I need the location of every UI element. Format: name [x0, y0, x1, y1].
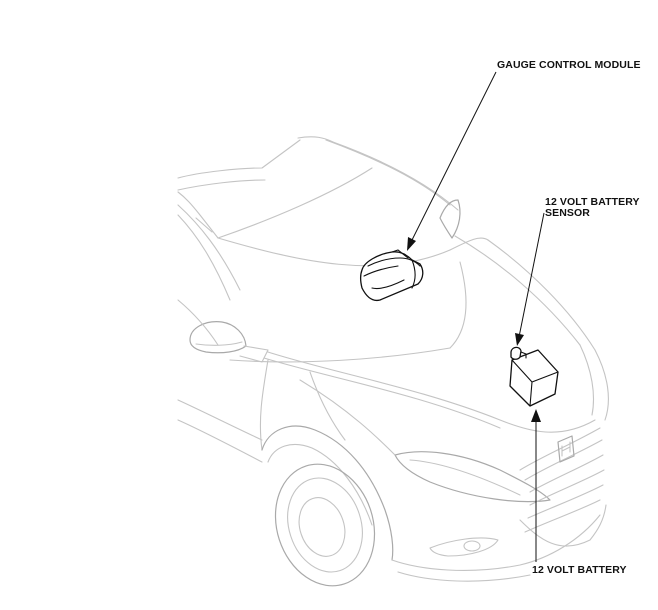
- vehicle-outline: [177, 136, 609, 587]
- leader-battery: [531, 409, 541, 562]
- battery-part: [509, 349, 559, 407]
- battery-sensor-label-line2: SENSOR: [545, 207, 590, 219]
- battery-sensor-label: 12 VOLT BATTERY SENSOR: [545, 197, 640, 219]
- gauge-control-module-part: [359, 249, 424, 302]
- leader-battery-sensor: [515, 212, 545, 346]
- leader-gauge-control-module: [407, 71, 497, 251]
- battery-sensor-part: [510, 346, 527, 360]
- gauge-control-module-label: GAUGE CONTROL MODULE: [497, 59, 641, 71]
- battery-sensor-label-line1: 12 VOLT BATTERY: [545, 196, 640, 208]
- battery-label: 12 VOLT BATTERY: [532, 564, 627, 576]
